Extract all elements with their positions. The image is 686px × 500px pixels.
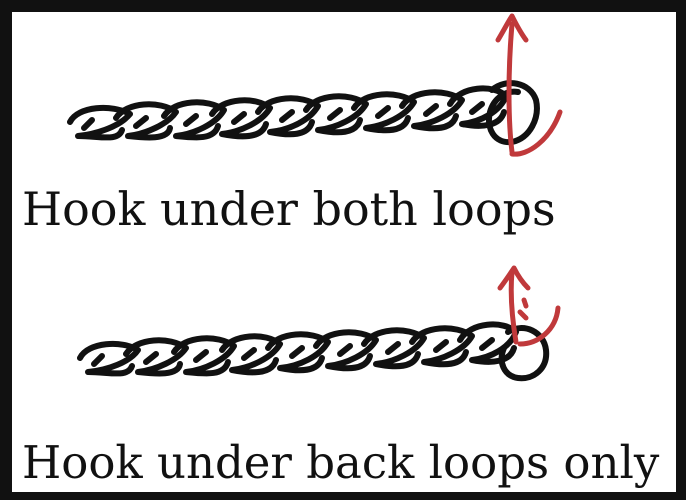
caption-hook-under-back-loops-only: Hook under back loops only — [22, 436, 660, 489]
crochet-chain-icon — [67, 80, 540, 146]
top-chain-figure — [67, 13, 563, 157]
hook-direction-arrow-icon — [497, 265, 561, 347]
caption-hook-under-both-loops: Hook under both loops — [22, 182, 556, 236]
bottom-chain-figure — [77, 265, 561, 382]
hook-direction-arrow-icon — [495, 13, 563, 157]
crochet-chain-icon — [77, 321, 550, 382]
